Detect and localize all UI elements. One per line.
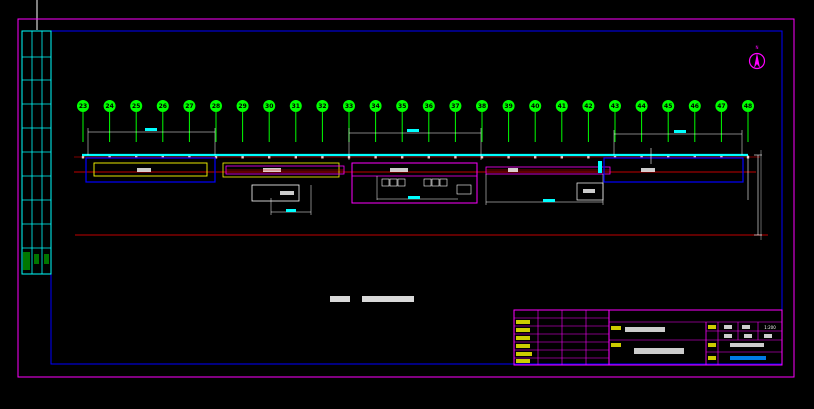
grid-axis-label: 26: [159, 103, 167, 110]
grid-axis-31: 31: [289, 100, 302, 159]
grid-axis-label: 30: [265, 103, 273, 110]
grid-axis-bubble: [77, 100, 89, 112]
grid-axis-39: 39: [502, 100, 515, 159]
grid-axis-bubble: [502, 100, 515, 112]
grid-axis-label: 46: [691, 103, 699, 110]
grid-axis-label: 29: [238, 103, 246, 110]
grid-axis-47: 47: [715, 100, 728, 159]
grid-axis-label: 36: [425, 103, 433, 110]
grid-axis-bubble: [289, 100, 302, 112]
grid-axis-28: 28: [210, 100, 222, 159]
grid-axis-45: 45: [662, 100, 675, 159]
grid-axis-42: 42: [582, 100, 595, 159]
grid-axis-label: 33: [345, 103, 353, 110]
grid-axis-46: 46: [688, 100, 701, 159]
outer-sheet-frame: [17, 18, 795, 378]
equipment-block-5: [603, 130, 744, 183]
grid-axis-32: 32: [316, 100, 329, 159]
equipment-block-4: [485, 161, 611, 205]
grid-axis-37: 37: [449, 100, 462, 159]
grid-axis-label: 38: [478, 103, 486, 110]
grid-axis-44: 44: [635, 100, 648, 159]
left-binding-strip: [21, 30, 52, 275]
grid-axis-24: 24: [103, 100, 116, 159]
grid-axis-label: 40: [531, 103, 539, 110]
grid-axis-label: 48: [744, 103, 752, 110]
grid-axis-label: 44: [637, 103, 645, 110]
grid-axis-label: 43: [611, 103, 619, 110]
right-end-dimension: [747, 150, 762, 240]
grid-axis-label: 45: [664, 103, 672, 110]
grid-axis-bubble: [476, 100, 488, 112]
grid-axis-label: 23: [79, 103, 87, 110]
grid-axis-41: 41: [555, 100, 568, 159]
grid-axis-label: 32: [318, 103, 326, 110]
svg-text:N: N: [756, 45, 759, 50]
grid-axis-27: 27: [183, 100, 196, 159]
grid-axis-bubble: [156, 100, 169, 112]
grid-axis-29: 29: [236, 100, 249, 159]
grid-axis-bubble: [263, 100, 276, 112]
grid-axis-23: 23: [77, 100, 89, 159]
grid-axis-bubble: [369, 100, 382, 112]
equipment-block-2: [222, 162, 345, 178]
grid-axis-bubble: [396, 100, 409, 112]
grid-axis-33: 33: [343, 100, 355, 159]
grid-axis-40: 40: [529, 100, 542, 159]
grid-axis-bubble: [183, 100, 196, 112]
grid-axis-label: 25: [132, 103, 140, 110]
grid-axis-label: 34: [371, 103, 379, 110]
drawing-caption: [330, 296, 414, 302]
grid-axis-bubble: [688, 100, 701, 112]
grid-axis-25: 25: [130, 100, 143, 159]
grid-axis-30: 30: [263, 100, 276, 159]
grid-axis-label: 47: [717, 103, 725, 110]
grid-axis-34: 34: [369, 100, 382, 159]
grid-axis-bubble: [130, 100, 143, 112]
grid-axis-label: 39: [504, 103, 512, 110]
grid-axis-label: 28: [212, 103, 220, 110]
equipment-box-small: [251, 184, 312, 215]
grid-axis-48: 48: [742, 100, 754, 159]
grid-axis-bubble: [582, 100, 595, 112]
grid-axis-35: 35: [396, 100, 409, 159]
north-arrow-icon: N: [748, 45, 766, 70]
grid-axis-bubble: [343, 100, 355, 112]
grid-axis-label: 27: [185, 103, 193, 110]
grid-axis-label: 35: [398, 103, 406, 110]
grid-axis-label: 37: [451, 103, 459, 110]
grid-axis-bubble: [742, 100, 754, 112]
grid-axis-label: 41: [558, 103, 566, 110]
grid-axis-bubble: [555, 100, 568, 112]
grid-axis-bubble: [662, 100, 675, 112]
grid-axis-26: 26: [156, 100, 169, 159]
grid-axis-bubble: [316, 100, 329, 112]
grid-axis-bubble: [635, 100, 648, 112]
grid-axis-label: 42: [584, 103, 592, 110]
grid-axis-bubble: [210, 100, 222, 112]
grid-axis-bubble: [103, 100, 116, 112]
grid-axis-bubble: [449, 100, 462, 112]
grid-axis-label: 31: [292, 103, 300, 110]
grid-axis-bubble: [715, 100, 728, 112]
grid-axis-label: 24: [105, 103, 113, 110]
grid-axis-bubble: [422, 100, 435, 112]
equipment-block-1: [85, 128, 216, 183]
scale-value: 1:200: [764, 325, 776, 330]
grid-axis-36: 36: [422, 100, 435, 159]
title-block: 1:200: [513, 309, 783, 366]
grid-axis-bubble: [609, 100, 621, 112]
grid-axis-bubble: [236, 100, 249, 112]
grid-axis-43: 43: [609, 100, 621, 159]
equipment-block-3: [348, 128, 482, 204]
grid-axis-bubble: [529, 100, 542, 112]
grid-axis-38: 38: [476, 100, 488, 159]
